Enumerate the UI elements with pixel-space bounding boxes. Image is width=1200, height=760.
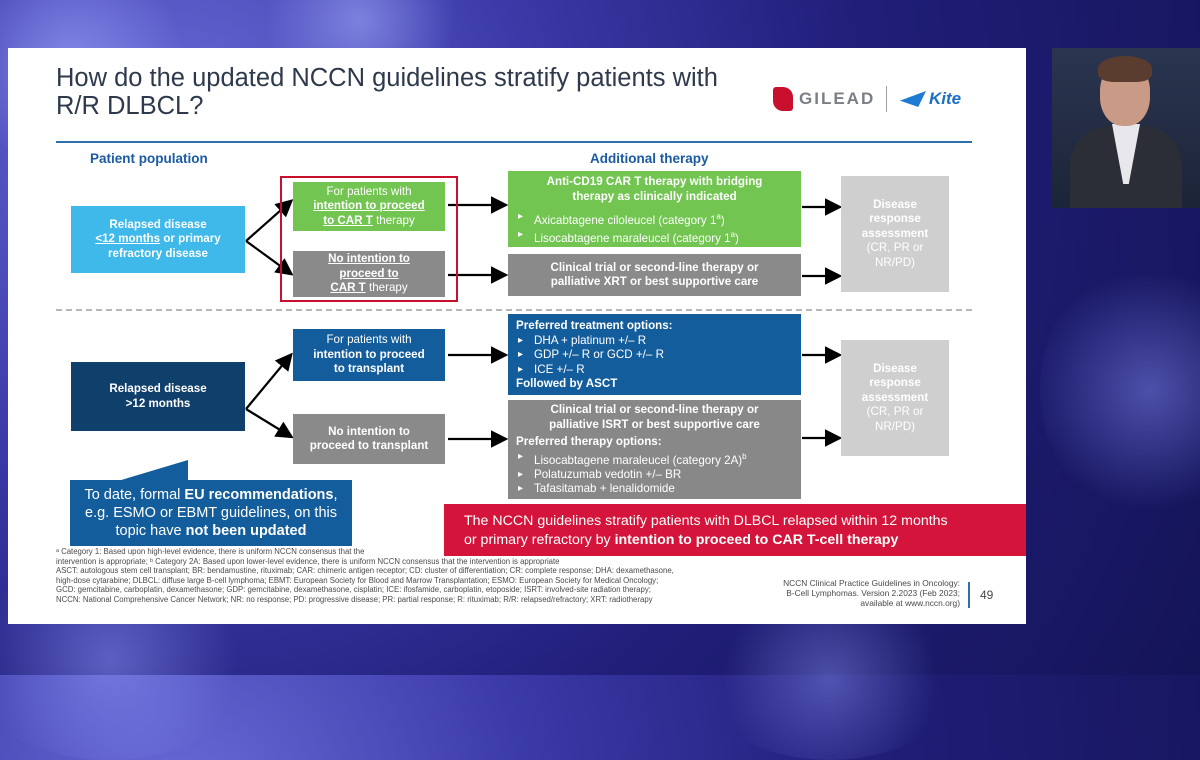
gilead-mark-icon — [773, 87, 793, 111]
additional-therapy-header: Additional therapy — [590, 151, 709, 166]
presentation-slide: How do the updated NCCN guidelines strat… — [8, 48, 1026, 624]
clinical-trial-palliative-isrt-box: Clinical trial or second-line therapy or… — [508, 400, 801, 499]
presenter-webcam — [1052, 48, 1200, 208]
eu-recommendations-callout: To date, formal EU recommendations, e.g.… — [70, 480, 352, 546]
intention-car-t-box: For patients with intention to proceed t… — [293, 182, 445, 231]
page-number: 49 — [980, 588, 994, 602]
clinical-trial-palliative-xrt-box: Clinical trial or second-line therapy or… — [508, 254, 801, 296]
list-item: Lisocabtagene maraleucel (category 2A)b — [518, 450, 801, 468]
car-t-therapy-box: Anti-CD19 CAR T therapy with bridging th… — [508, 171, 801, 247]
list-item: ICE +/– R — [518, 363, 801, 378]
intention-transplant-box: For patients with intention to proceed t… — [293, 329, 445, 381]
preferred-treatment-options-box: Preferred treatment options: DHA + plati… — [508, 314, 801, 395]
title-divider — [56, 141, 972, 143]
list-item: Tafasitamab + lenalidomide — [518, 482, 801, 497]
list-item: DHA + platinum +/– R — [518, 334, 801, 349]
list-item: GDP +/– R or GCD +/– R — [518, 348, 801, 363]
reference-citation: NCCN Clinical Practice Guidelines in Onc… — [783, 578, 960, 608]
slide-title: How do the updated NCCN guidelines strat… — [56, 64, 718, 120]
footnotes: ᵃ Category 1: Based upon high-level evid… — [56, 547, 674, 604]
patient-population-header: Patient population — [90, 151, 208, 166]
disease-response-assessment-top: Disease response assessment (CR, PR or N… — [841, 176, 949, 292]
relapsed-over-12-months-box: Relapsed disease >12 months — [71, 362, 245, 431]
gilead-logo: GILEAD — [773, 85, 875, 113]
list-item: Polatuzumab vedotin +/– BR — [518, 468, 801, 483]
section-divider — [56, 309, 972, 311]
relapsed-under-12-months-box: Relapsed disease <12 months or primary r… — [71, 206, 245, 273]
disease-response-assessment-bottom: Disease response assessment (CR, PR or N… — [841, 340, 949, 456]
page-number-divider — [968, 582, 970, 608]
car-t-intention-highlight-frame — [280, 176, 458, 302]
no-intention-transplant-box: No intention to proceed to transplant — [293, 414, 445, 464]
flow-arrows — [245, 196, 843, 448]
no-intention-car-t-box: No intention to proceed to CAR T therapy — [293, 251, 445, 297]
list-item: Axicabtagene ciloleucel (category 1a) — [518, 210, 801, 228]
list-item: Lisocabtagene maraleucel (category 1a) — [518, 228, 801, 246]
logo-divider — [886, 86, 887, 112]
kite-logo: Kite — [900, 86, 961, 112]
conclusion-banner: The NCCN guidelines stratify patients wi… — [444, 504, 1026, 556]
